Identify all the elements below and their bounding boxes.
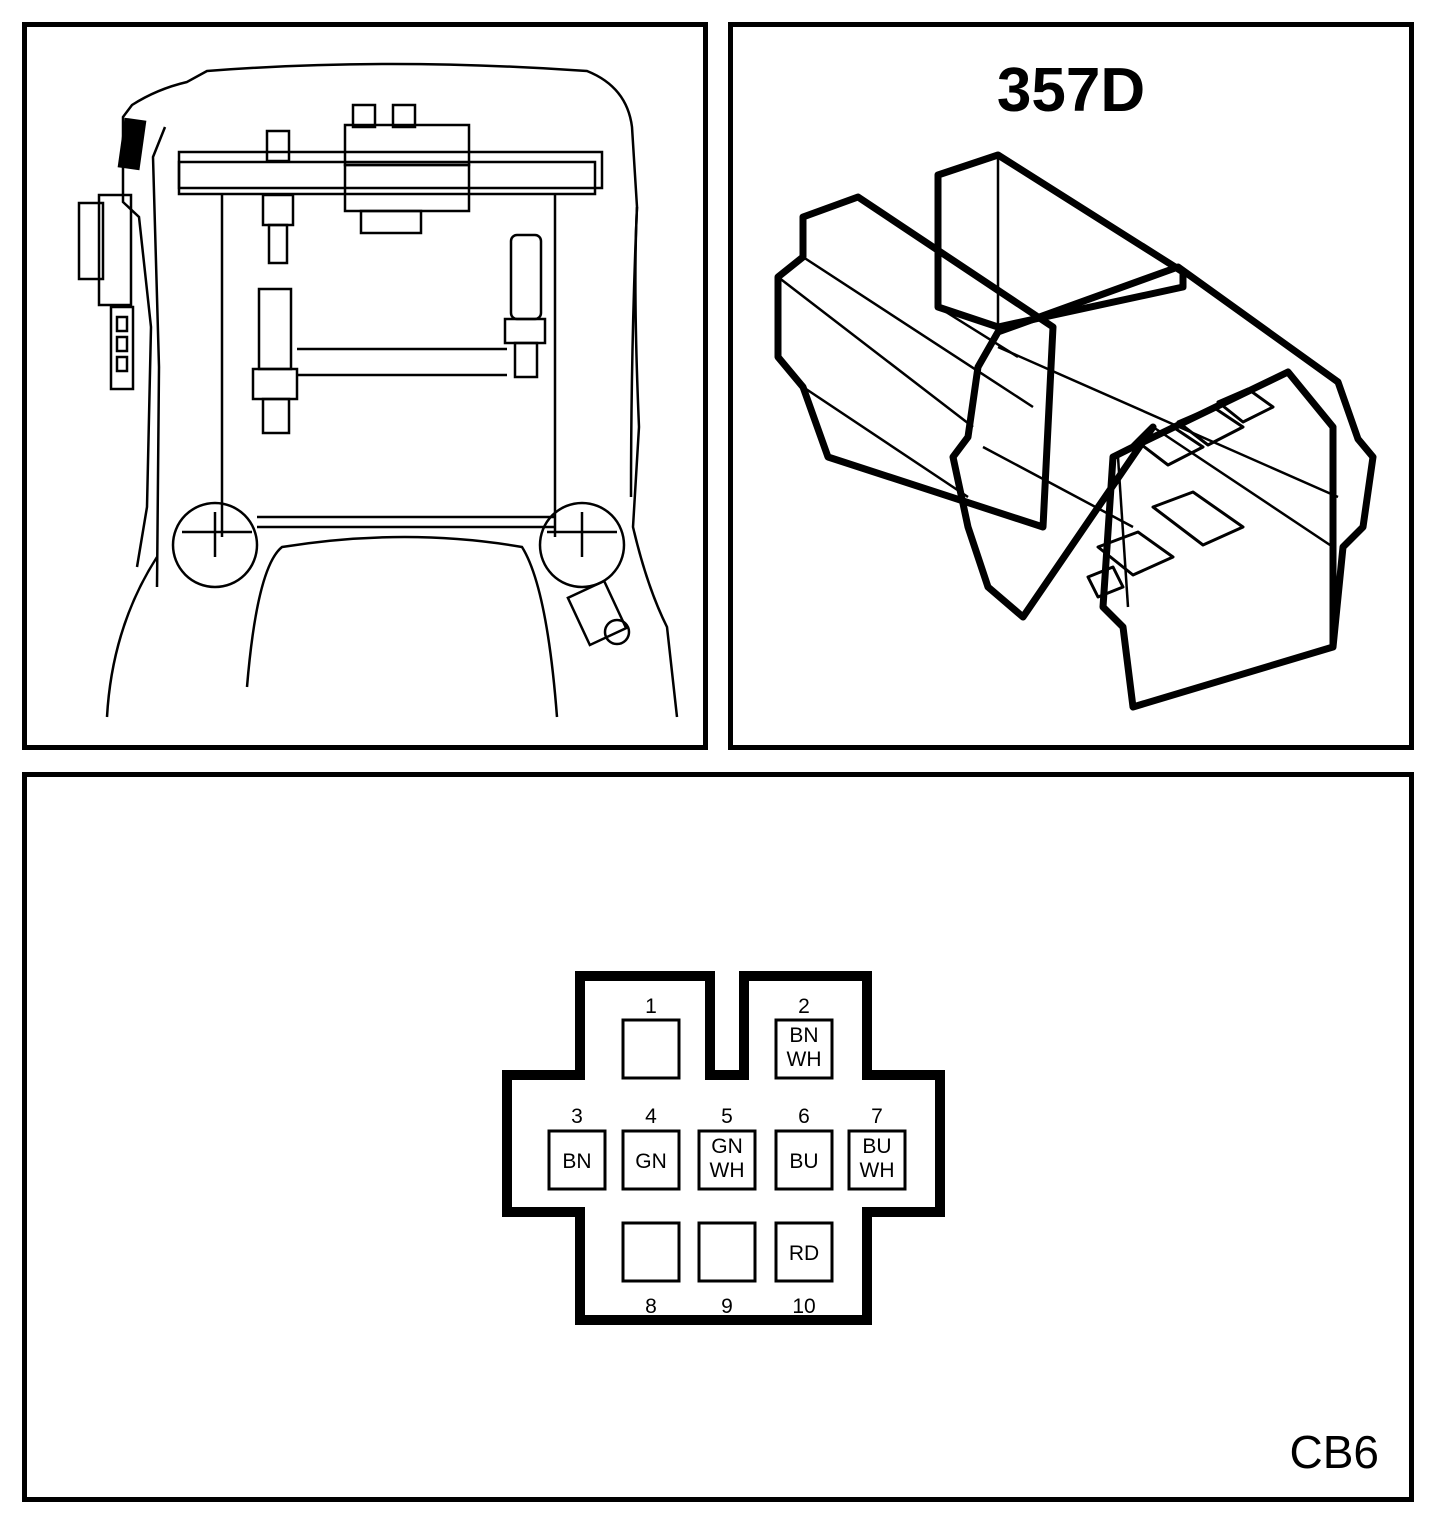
pin-10: 10 RD xyxy=(774,1221,834,1318)
pin-wire-color: BU xyxy=(862,1135,891,1158)
pin-wire-color: BU xyxy=(789,1150,818,1173)
diagram-code: CB6 xyxy=(1289,1426,1379,1478)
pin-1: 1 xyxy=(621,995,681,1080)
pin-cavity xyxy=(774,1129,834,1191)
pin-wire-color: BN xyxy=(562,1150,591,1173)
pin-cavity xyxy=(697,1129,757,1191)
pin-4: 4GN xyxy=(621,1105,681,1191)
pin-wire-color: WH xyxy=(860,1159,895,1182)
pin-3: 3BN xyxy=(547,1105,607,1191)
pin-cavity xyxy=(621,1129,681,1191)
connector-view-panel: 357D xyxy=(728,22,1414,750)
pin-cavity xyxy=(774,1221,834,1283)
pin-cavity xyxy=(621,1221,681,1283)
pin-wire-color: GN xyxy=(711,1135,743,1158)
pin-cavity xyxy=(774,1018,834,1080)
pin-number: 9 xyxy=(721,1295,733,1318)
pin-number: 3 xyxy=(571,1105,583,1128)
pin-cavity xyxy=(847,1129,907,1191)
pin-8: 8 xyxy=(621,1221,681,1318)
pin-number: 8 xyxy=(645,1295,657,1318)
connector-id: 357D xyxy=(996,56,1146,125)
connector-illustration xyxy=(774,151,1377,711)
pin-number: 5 xyxy=(721,1105,733,1128)
pin-wire-color: RD xyxy=(789,1242,819,1265)
pin-number: 10 xyxy=(792,1295,815,1318)
location-view-panel xyxy=(22,22,708,750)
pin-9: 9 xyxy=(697,1221,757,1318)
pin-number: 1 xyxy=(645,995,657,1018)
pin-cavity xyxy=(621,1018,681,1080)
pin-number: 6 xyxy=(798,1105,810,1128)
pin-number: 2 xyxy=(798,995,810,1018)
pin-wire-color: WH xyxy=(710,1159,745,1182)
pin-wire-color: WH xyxy=(787,1048,822,1071)
pin-cavity xyxy=(547,1129,607,1191)
connector-face-outline xyxy=(502,971,945,1325)
pin-wire-color: GN xyxy=(635,1150,667,1173)
seat-back-illustration xyxy=(77,62,679,718)
pin-6: 6BU xyxy=(774,1105,834,1191)
pin-cavity xyxy=(697,1221,757,1283)
pin-wire-color: BN xyxy=(789,1024,818,1047)
pin-number: 4 xyxy=(645,1105,657,1128)
pin-number: 7 xyxy=(871,1105,883,1128)
